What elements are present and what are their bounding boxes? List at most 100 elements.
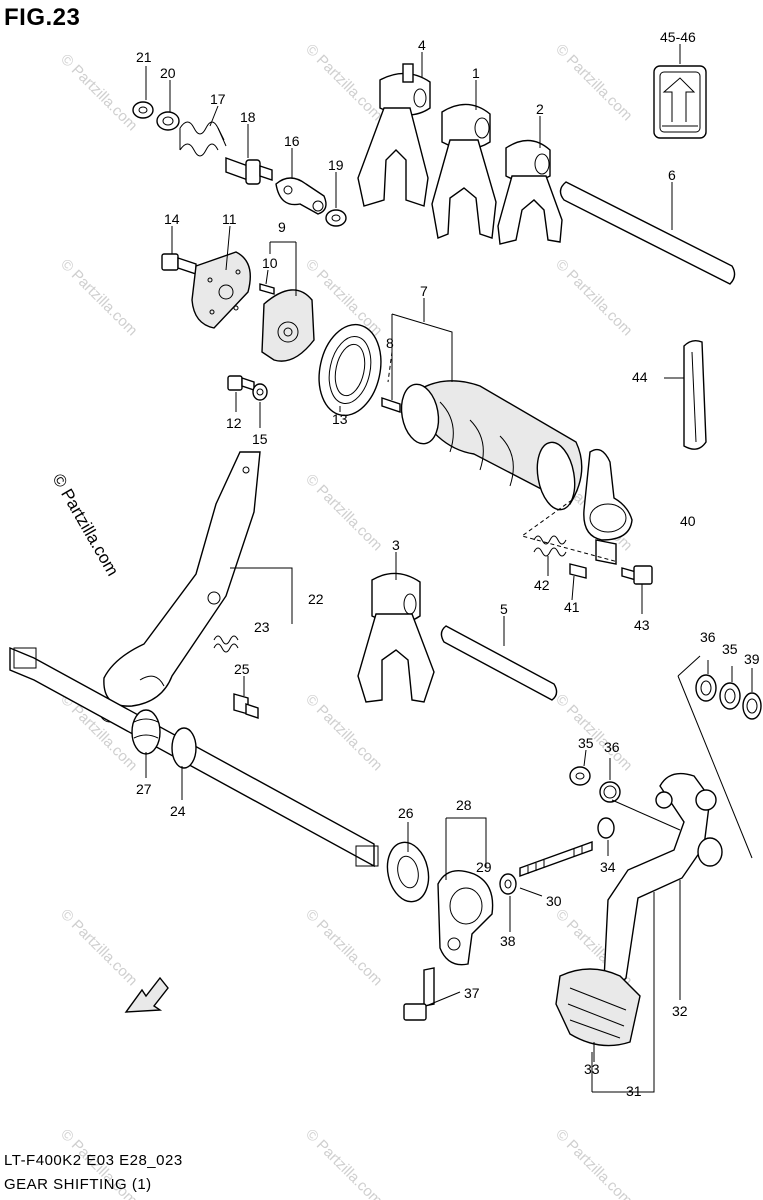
part-fork-shaft-5 [440, 625, 558, 701]
part-washer-21 [132, 101, 154, 119]
part-cam-9 [261, 289, 315, 362]
callout-1: 1 [472, 65, 480, 81]
callout-4: 4 [418, 37, 426, 53]
copyright-text: © Partzilla.com [49, 471, 123, 580]
part-seal-26 [386, 841, 430, 903]
part-spring-42 [533, 535, 567, 557]
part-bracket-44 [683, 339, 707, 450]
callout-18: 18 [240, 109, 256, 125]
callout-44: 44 [632, 369, 648, 385]
part-plate-11 [191, 251, 251, 329]
part-spring-23 [213, 635, 239, 653]
callout-5: 5 [500, 601, 508, 617]
callout-24: 24 [170, 803, 186, 819]
watermark: © Partzilla.com [552, 1126, 635, 1200]
watermark: © Partzilla.com [552, 256, 635, 339]
part-washer-36 [599, 781, 621, 803]
callout-20: 20 [160, 65, 176, 81]
shift-pattern-label-icon [653, 65, 707, 139]
callout-29: 29 [476, 859, 492, 875]
part-washer-35 [719, 682, 741, 710]
part-shift-arm-22 [99, 451, 261, 723]
part-collar-24 [171, 727, 197, 769]
callout-22: 22 [308, 591, 324, 607]
callout-16: 16 [284, 133, 300, 149]
callout-33: 33 [584, 1061, 600, 1077]
watermark: © Partzilla.com [302, 471, 385, 554]
callout-40: 40 [680, 513, 696, 529]
callout-35-right: 35 [722, 641, 738, 657]
watermark: © Partzilla.com [302, 691, 385, 774]
watermark: © Partzilla.com [57, 51, 140, 134]
part-shift-fork-2 [497, 139, 563, 245]
part-nut-34 [597, 817, 615, 839]
callout-layer: 1 2 3 4 5 6 7 8 9 10 11 12 13 14 15 16 1… [136, 29, 760, 1099]
watermark: © Partzilla.com [57, 906, 140, 989]
callout-30: 30 [546, 893, 562, 909]
callout-7: 7 [420, 283, 428, 299]
part-fork-shaft-6 [559, 181, 736, 285]
callout-9: 9 [278, 219, 286, 235]
callout-21: 21 [136, 49, 152, 65]
leader-lines [145, 44, 753, 1093]
part-spring-17 [179, 121, 227, 157]
callout-43: 43 [634, 617, 650, 633]
callout-10: 10 [262, 255, 278, 271]
part-bolt-12 [227, 375, 255, 391]
callout-15: 15 [252, 431, 268, 447]
callout-35-mid: 35 [578, 735, 594, 751]
watermark: © Partzilla.com [552, 691, 635, 774]
callout-14: 14 [164, 211, 180, 227]
part-pin-8 [381, 397, 401, 413]
callout-37: 37 [464, 985, 480, 1001]
fwd-arrow-icon [124, 976, 169, 1013]
part-shift-fork-4 [357, 63, 431, 207]
part-bolt-14 [161, 253, 197, 275]
part-washer-15 [252, 383, 268, 401]
model-code: LT-F400K2 E03 E28_023 [4, 1152, 183, 1169]
callout-23: 23 [254, 619, 270, 635]
callout-17: 17 [210, 91, 226, 107]
callout-36-mid: 36 [604, 739, 620, 755]
watermark: © Partzilla.com [302, 906, 385, 989]
callout-13: 13 [332, 411, 348, 427]
section-name: GEAR SHIFTING (1) [4, 1176, 152, 1193]
figure-title: FIG.23 [4, 4, 81, 31]
part-pin-18 [225, 157, 273, 185]
callout-31: 31 [626, 1083, 642, 1099]
callout-8: 8 [386, 335, 394, 351]
watermark: © Partzilla.com [302, 1126, 385, 1200]
callout-26: 26 [398, 805, 414, 821]
callout-41: 41 [564, 599, 580, 615]
callout-12: 12 [226, 415, 242, 431]
part-bolt-43 [621, 565, 653, 585]
part-cam-stopper-16 [275, 177, 327, 215]
part-bolt-37 [403, 967, 435, 1021]
callout-11: 11 [222, 211, 237, 227]
callout-38: 38 [500, 933, 516, 949]
watermark: © Partzilla.com [57, 256, 140, 339]
callout-25: 25 [234, 661, 250, 677]
part-bearing-13 [318, 323, 382, 417]
part-washer-20 [156, 111, 180, 131]
part-pin-10 [259, 283, 275, 295]
watermark: © Partzilla.com [552, 41, 635, 124]
part-shift-fork-1 [431, 103, 497, 239]
callout-27: 27 [136, 781, 152, 797]
part-washer-36 [695, 674, 717, 702]
part-washer-19 [325, 209, 347, 227]
part-nut-38 [499, 873, 517, 895]
part-collar-27 [131, 709, 161, 755]
part-washer-35 [569, 766, 591, 786]
part-cam-drum-7 [400, 380, 583, 511]
callout-45-46: 45-46 [660, 29, 696, 45]
watermark: © Partzilla.com [302, 256, 385, 339]
dashed-lines [387, 351, 619, 563]
part-pin-41 [569, 563, 587, 579]
callout-32: 32 [672, 1003, 688, 1019]
callout-39: 39 [744, 651, 760, 667]
part-lever-29 [437, 870, 494, 966]
callout-28: 28 [456, 797, 472, 813]
part-shift-fork-3 [357, 572, 435, 703]
